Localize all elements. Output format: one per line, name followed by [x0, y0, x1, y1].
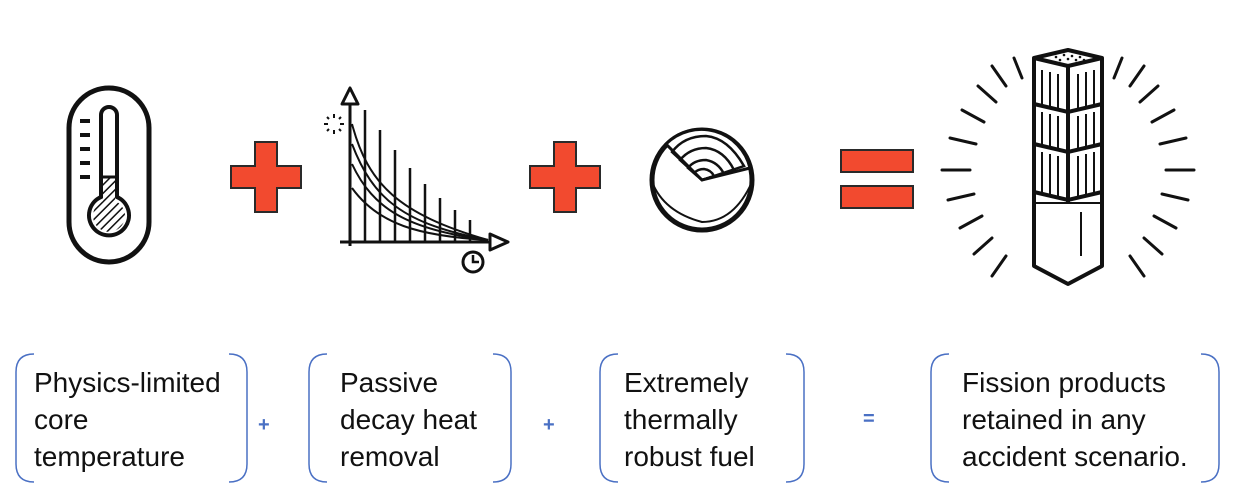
caption-core-temperature: Physics-limited core temperature — [14, 352, 249, 484]
caption-line: robust fuel — [624, 441, 755, 472]
box-bracket — [599, 353, 805, 483]
caption-line: thermally — [624, 404, 738, 435]
caption-robust-fuel: Extremely thermally robust fuel — [598, 352, 806, 484]
box-bracket — [930, 353, 1220, 483]
caption-line: accident scenario. — [962, 441, 1188, 472]
fuel-particle-icon — [649, 127, 755, 233]
plus-operator-icon — [230, 141, 302, 213]
caption-line: Fission products — [962, 367, 1166, 398]
box-bracket — [15, 353, 248, 483]
caption-line: Passive — [340, 367, 439, 398]
small-plus-operator: + — [543, 414, 555, 436]
plus-operator-icon — [529, 141, 601, 213]
caption-line: removal — [340, 441, 440, 472]
thermometer-icon — [66, 85, 152, 265]
box-bracket — [308, 353, 512, 483]
small-equals-operator: = — [863, 408, 875, 430]
caption-line: core — [34, 404, 89, 435]
caption-fission-products: Fission products retained in any acciden… — [929, 352, 1221, 484]
caption-line: Physics-limited — [34, 367, 221, 398]
caption-decay-heat: Passive decay heat removal — [307, 352, 513, 484]
fuel-element-icon — [940, 48, 1196, 286]
caption-line: decay heat — [340, 404, 477, 435]
decay-heat-chart-icon — [324, 86, 510, 274]
caption-line: retained in any — [962, 404, 1146, 435]
caption-line: temperature — [34, 441, 185, 472]
caption-line: Extremely — [624, 367, 749, 398]
small-plus-operator: + — [258, 414, 270, 436]
equals-operator-icon — [840, 149, 914, 209]
